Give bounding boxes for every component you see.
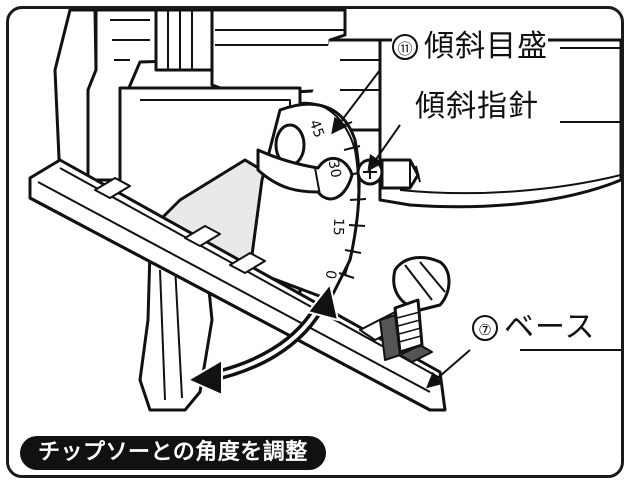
bevel-scale-leader bbox=[331, 69, 381, 135]
scale-tick-label: 45 bbox=[306, 118, 327, 140]
callout-label: 傾斜指針 bbox=[415, 89, 539, 124]
blade-guard bbox=[378, 38, 621, 209]
scale-tick-label: 15 bbox=[330, 218, 347, 236]
bevel-pointer-leader bbox=[367, 124, 401, 172]
base-leader bbox=[425, 349, 471, 389]
scale-tick-label: 30 bbox=[325, 159, 344, 179]
depth-knob bbox=[379, 256, 451, 361]
motor-housing bbox=[53, 9, 382, 182]
tilt-direction-arrow bbox=[187, 283, 339, 396]
scale-tick-label: 0 bbox=[322, 269, 339, 281]
callout-number: ⑦ bbox=[472, 315, 498, 341]
caption-badge: チップソーとの角度を調整 bbox=[20, 436, 326, 470]
bevel-lock-knob bbox=[256, 148, 354, 201]
bevel-pointer-callout: 傾斜指針 bbox=[415, 92, 539, 122]
bevel-quadrant bbox=[248, 101, 367, 302]
bevel-pointer-screw bbox=[356, 158, 421, 190]
base-plate bbox=[28, 158, 447, 412]
callout-label: ベース bbox=[504, 310, 596, 345]
callout-label: 傾斜目盛 bbox=[424, 29, 548, 64]
callout-number: ⑪ bbox=[392, 34, 418, 60]
